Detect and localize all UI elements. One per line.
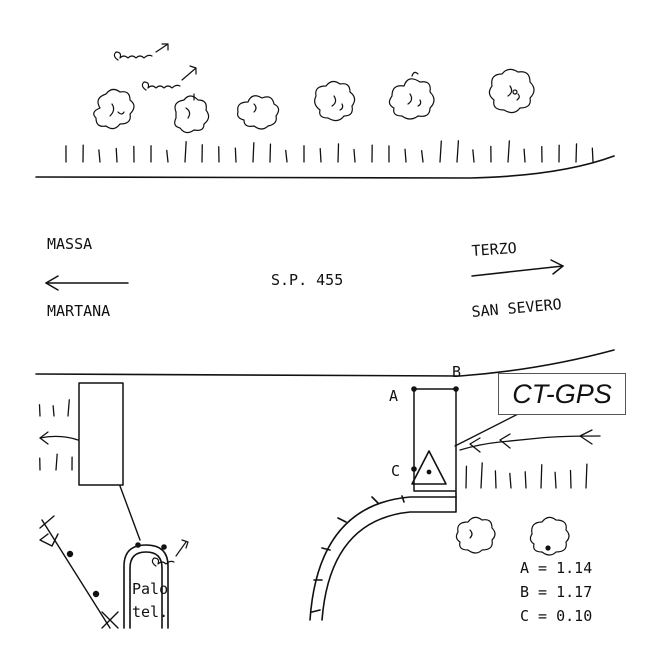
measurement-list: A = 1.14 B = 1.17 C = 0.10 [520, 559, 592, 625]
tree-icon [314, 80, 356, 122]
measurement-b: B = 1.17 [520, 583, 592, 601]
wavy-arrow-icon [459, 429, 601, 453]
vine-symbol-icon [113, 43, 197, 91]
measurement-c: C = 0.10 [520, 607, 592, 625]
survey-plot-rectangle [413, 388, 457, 492]
survey-point-c-label: C [391, 462, 400, 480]
tree-icon [388, 71, 435, 120]
tree-row [93, 68, 535, 134]
connector-line [119, 485, 141, 541]
tree-icon [93, 88, 135, 130]
east-destination-bottom: SAN SEVERO [471, 295, 563, 321]
survey-point-c-marker [411, 466, 417, 472]
tree-icon [488, 68, 535, 114]
fence-line [39, 515, 119, 629]
east-arrow-icon [471, 259, 564, 277]
shrub-icon [455, 516, 496, 554]
survey-point-b-marker [453, 386, 459, 392]
grass-ticks [38, 399, 588, 489]
left-plot-rectangle [78, 382, 124, 486]
shrub-icon [529, 516, 570, 556]
survey-point-b-label: B [452, 363, 461, 381]
tree-icon [237, 95, 280, 130]
vine-symbol-icon [151, 539, 189, 567]
west-destination-bottom: MARTANA [47, 302, 110, 320]
survey-point-a-label: A [389, 387, 398, 405]
west-arrow-icon [45, 275, 129, 291]
tree-icon [174, 93, 210, 134]
measurement-a: A = 1.14 [520, 559, 592, 577]
gps-callout-box: CT-GPS [498, 373, 626, 415]
callout-leader-line [454, 412, 521, 447]
pole-label-line1: Palo [132, 580, 168, 598]
road-name: S.P. 455 [271, 271, 343, 289]
road-edge-south [35, 349, 615, 377]
gps-station-triangle-icon [411, 450, 447, 485]
road-edge-north [35, 155, 615, 179]
survey-point-a-marker [411, 386, 417, 392]
east-destination-top: TERZO [471, 239, 517, 260]
west-destination-top: MASSA [47, 235, 92, 253]
left-curved-arrow-icon [39, 431, 79, 445]
pole-label-line2: tel. [132, 603, 168, 621]
driveway-curve [309, 491, 457, 621]
grass-ticks [65, 140, 594, 163]
gps-callout-label: CT-GPS [512, 378, 612, 409]
